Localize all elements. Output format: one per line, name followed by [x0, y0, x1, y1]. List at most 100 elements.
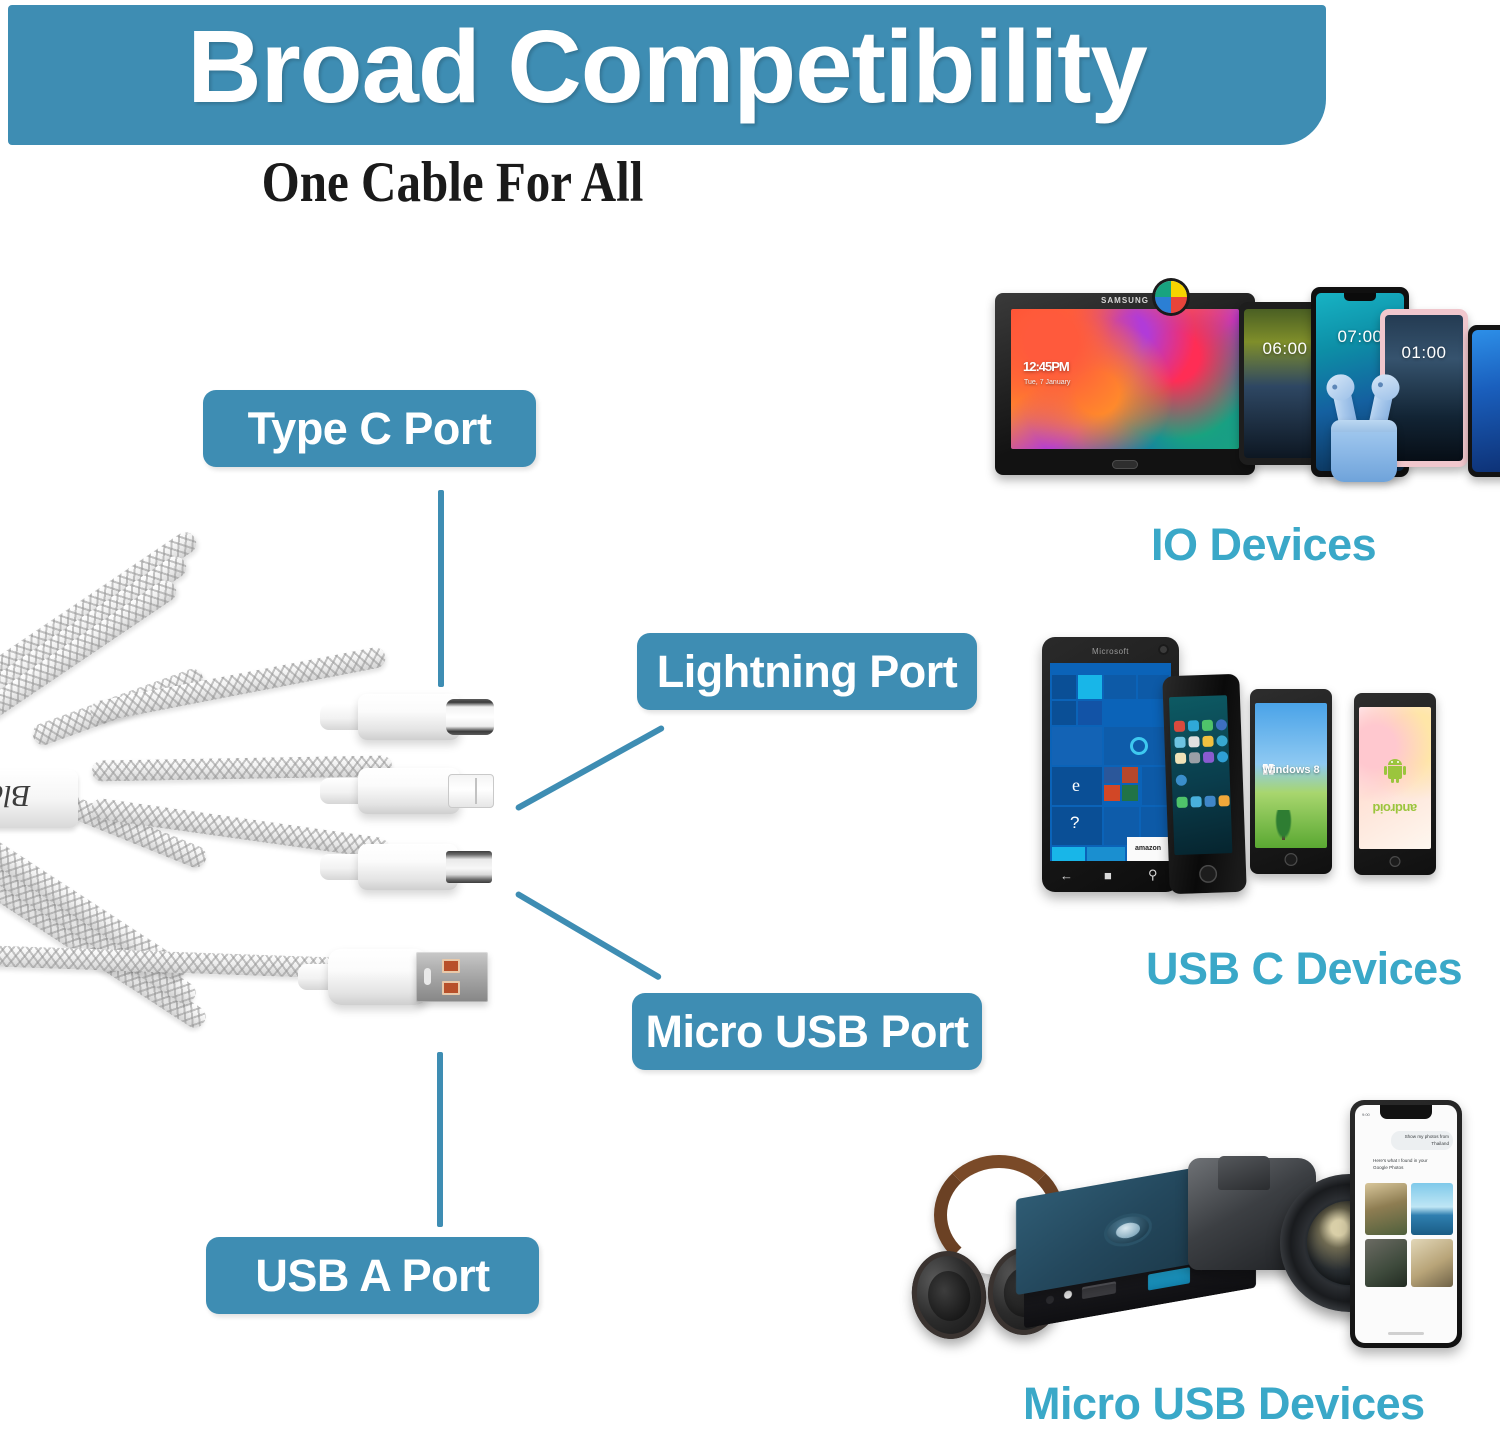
photo-thumbnail[interactable]: [1411, 1183, 1453, 1235]
tile-amazon-label: amazon: [1134, 845, 1162, 852]
phone-notch-cutout: [1344, 293, 1376, 301]
lumia-back-button[interactable]: ←: [1060, 868, 1073, 883]
page-title: Broad Competibility: [187, 9, 1148, 124]
photo-thumbnail[interactable]: [1365, 1183, 1407, 1235]
tablet-clock: 12:45PM: [1023, 349, 1070, 378]
android-wordmark: android: [1372, 800, 1418, 816]
type-c-connector: [320, 688, 510, 746]
ios-app-icon: [1202, 751, 1215, 764]
wallpaper-tree: [1275, 810, 1292, 840]
cable-brand-text: Blaze: [0, 779, 31, 814]
phone-clock: 07:00: [1337, 327, 1383, 346]
microsoft-lumia-phone: Microsoft amazon: [1042, 637, 1179, 892]
ios-app-icon: [1176, 796, 1188, 808]
earbud-sensor-dot: [1331, 384, 1338, 391]
header-banner: Broad Competibility: [8, 5, 1326, 145]
tile-facebook: [1078, 701, 1102, 725]
iphone-home-button[interactable]: [1198, 864, 1217, 884]
wireless-earbuds: [1317, 370, 1412, 485]
earbud-head: [1324, 371, 1357, 403]
ios-app-icon: [1204, 795, 1216, 808]
pixel-home-indicator: [1388, 1332, 1424, 1335]
tile-excel: [1122, 785, 1138, 801]
port-label-text: USB A Port: [255, 1249, 490, 1301]
photo-thumbnail[interactable]: [1411, 1239, 1453, 1287]
color-wheel-badge-icon: [1155, 281, 1187, 313]
cable-illustration: Blaze: [0, 528, 540, 1120]
type-c-tip: [446, 699, 494, 735]
tile-microsoft-edge: [1052, 767, 1102, 805]
tile-powerpoint: [1122, 767, 1138, 783]
page-subtitle: One Cable For All: [261, 151, 644, 214]
usb-a-tip: [416, 952, 488, 1002]
pixel-notch-cutout: [1380, 1105, 1432, 1119]
tile-word: [1104, 767, 1120, 783]
camera-pentaprism: [1218, 1156, 1270, 1190]
usb-port-icon: [1082, 1281, 1116, 1300]
tablet-clock-time: 12:45: [1023, 359, 1052, 374]
tile-outlook-calendar: [1104, 675, 1136, 699]
device-cluster-micro-usb: 9:00 Show my photos from Thailand Here's…: [900, 1100, 1480, 1375]
ios-app-icon: [1202, 735, 1214, 748]
device-group-label-usb-c: USB C Devices: [1146, 943, 1463, 994]
edge-icon: e: [1072, 775, 1080, 795]
lumia-brand-label: Microsoft: [1092, 647, 1129, 656]
tile-amazon: amazon: [1127, 837, 1169, 861]
lumia-search-button[interactable]: ⚲: [1148, 867, 1158, 882]
port-label-lightning: Lightning Port: [637, 633, 977, 710]
ios-app-icon: [1173, 720, 1186, 733]
tile-store: [1142, 767, 1169, 805]
port-label-type-c: Type C Port: [203, 390, 536, 467]
lumia-camera-icon: [1158, 644, 1169, 655]
samsung-tablet: SAMSUNG 12:45PM Tue, 7 January: [995, 293, 1255, 475]
windows-logo-icon: [1263, 763, 1274, 775]
phone-screen: [1472, 330, 1500, 472]
iphone: [1162, 673, 1247, 895]
power-button[interactable]: [1064, 1289, 1072, 1300]
ios-app-icon: [1188, 752, 1201, 764]
galaxy-phone: [1468, 325, 1500, 477]
windows-8-screen: Windows 8: [1255, 703, 1327, 848]
ios-app-icon: [1201, 719, 1214, 732]
leader-line-usb-a: [437, 1052, 443, 1227]
tablet-screen: 12:45PM Tue, 7 January: [1011, 309, 1239, 449]
pixel-screen: 9:00 Show my photos from Thailand Here's…: [1355, 1105, 1457, 1343]
port-label-text: Micro USB Port: [645, 1005, 969, 1057]
device-cluster-usb-c: Microsoft amazon: [1020, 615, 1480, 925]
ios-app-icon: [1174, 736, 1186, 749]
photo-thumbnail[interactable]: [1365, 1239, 1407, 1287]
tile-people: [1052, 727, 1102, 765]
device-cluster-io: SAMSUNG 12:45PM Tue, 7 January 06:00 07:…: [995, 281, 1500, 500]
ios-app-icon: [1190, 796, 1202, 808]
android-home-button[interactable]: [1389, 856, 1401, 867]
phone-clock: 06:00: [1262, 339, 1308, 358]
cable-brand-sleeve: Blaze: [0, 770, 78, 828]
ios-app-icon: [1216, 751, 1229, 763]
ios-app-icon: [1188, 736, 1200, 748]
ios-app-icon: [1174, 752, 1187, 765]
audio-jack-icon: [1046, 1295, 1054, 1305]
connector-housing: [358, 844, 458, 890]
micro-usb-connector: [320, 838, 510, 896]
ios-app-icon: [1218, 795, 1230, 807]
mini-pc-dial-center: [1116, 1220, 1140, 1241]
lumia-home-button[interactable]: ■: [1104, 868, 1112, 883]
tile-help-tips: [1052, 807, 1102, 845]
headphone-earpad: [924, 1268, 974, 1324]
assistant-user-query: Show my photos from Thailand: [1391, 1131, 1453, 1151]
ios-app-icon: [1215, 719, 1228, 731]
tile-gift: [1087, 847, 1125, 861]
android-screen: android: [1359, 707, 1431, 849]
iphone-screen: [1168, 695, 1233, 856]
assistant-reply: Here's what I found in your Google Photo…: [1373, 1158, 1428, 1170]
connector-housing: [328, 949, 428, 1005]
port-label-usb-a: USB A Port: [206, 1237, 539, 1314]
tile-powerpoint-2: [1104, 785, 1120, 801]
lightning-tip: [448, 774, 494, 808]
usb-a-contact: [442, 981, 460, 995]
windows-phone-home-button[interactable]: [1284, 853, 1298, 866]
ios-app-icon: [1187, 720, 1200, 732]
tile-phone: [1052, 675, 1076, 699]
usb-a-connector: [298, 942, 518, 1012]
android-robot-icon: [1384, 759, 1406, 784]
